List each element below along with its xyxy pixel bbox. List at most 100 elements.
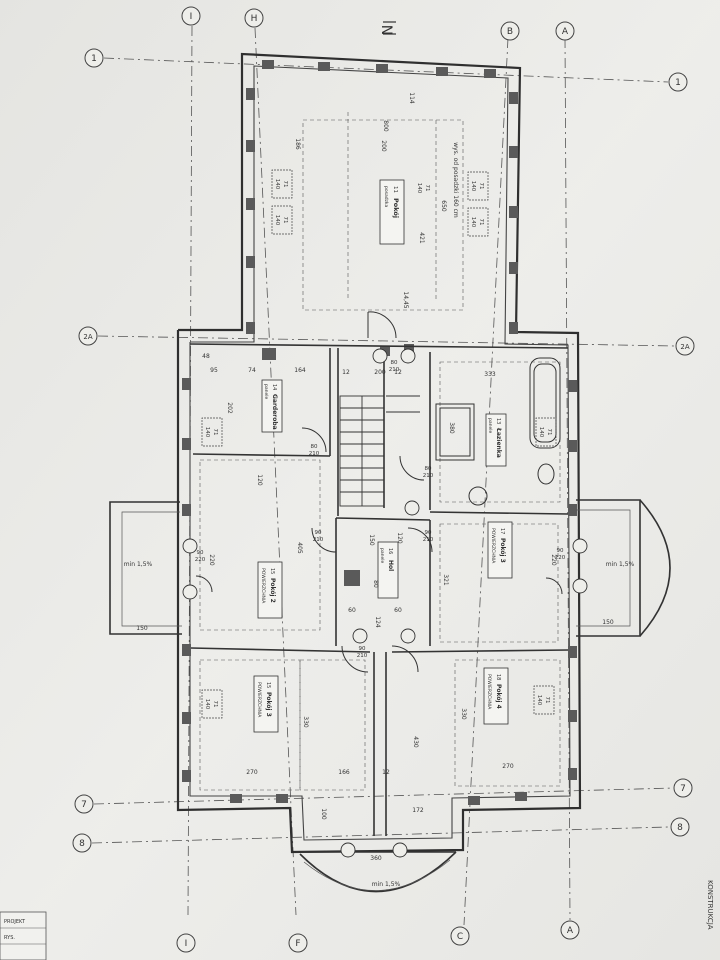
axis-bubble-right-2	[675, 336, 695, 356]
door-tags: 80 210 90 210 80 210 90 210 80 210 90 21…	[195, 360, 566, 659]
axis-bubbles	[72, 6, 695, 953]
title-block-line-2: RYS.	[4, 935, 15, 941]
svg-text:71: 71	[478, 219, 484, 226]
svg-text:140: 140	[470, 217, 476, 228]
door-tag-3-size: 210	[423, 537, 434, 543]
axis-bubble-left-4	[72, 833, 92, 853]
axis-label-top-1: I	[190, 12, 193, 22]
svg-text:15: 15	[265, 682, 271, 688]
svg-text:posadzka: posadzka	[383, 186, 389, 207]
dim-lower-9: 360	[370, 855, 382, 862]
dim-balcony-4: 220	[550, 554, 557, 566]
room-label-pokoj-3-right: 17 Pokój 3 POWIERZCHNIA	[487, 521, 513, 579]
svg-text:Hol: Hol	[387, 560, 394, 571]
axis-label-right-1: 1	[675, 78, 681, 88]
axis-label-right-3: 7	[680, 784, 686, 794]
axis-bubble-bottom-4	[560, 920, 580, 940]
axis-label-left-2: 2A	[83, 333, 92, 341]
axis-bubble-right-3	[673, 778, 693, 798]
axis-label-right-2: 2A	[680, 343, 689, 351]
door-arc-room3	[341, 645, 369, 673]
axis-bubble-top-3	[500, 21, 520, 41]
door-arc-balcony-left	[195, 575, 213, 593]
svg-text:140: 140	[536, 695, 542, 706]
room-label-pokoj-2: 15 Pokój 2 POWIERZCHNIA	[257, 561, 283, 619]
door-tag-6-code: 90	[197, 550, 204, 556]
axis-label-bottom-4: A	[567, 926, 574, 936]
door-tag-5-code: 90	[359, 646, 366, 652]
axis-label-bottom-1: I	[185, 939, 188, 949]
svg-text:13: 13	[495, 418, 501, 424]
balcony-inner-lines	[121, 509, 631, 891]
svg-text:Pokój 4: Pokój 4	[495, 684, 502, 709]
door-arc-upper	[367, 311, 397, 339]
svg-text:POWIERZCHNIA: POWIERZCHNIA	[256, 682, 262, 718]
window-marks: 71 140 71 140 71 140 71 140 71 140 71 14…	[201, 169, 557, 719]
dim-middle-3: 150	[368, 534, 375, 546]
axis-labels: I H B A 1 2A 7 8 1 2A 7 8 I F C A	[79, 12, 690, 949]
dim-balcony-2: min 1,5%	[606, 561, 635, 568]
window-mark-3: 71 140	[467, 171, 489, 201]
room-label-hol: 16 Hol panele	[377, 541, 399, 599]
svg-text:140: 140	[204, 699, 210, 710]
dim-middle-6: 60	[348, 607, 356, 614]
dim-middle-7: 60	[394, 607, 402, 614]
dim-balcony-5: 220	[208, 554, 215, 566]
svg-text:17: 17	[499, 528, 505, 534]
room-label-lazienka: 13 Łazienka panele	[485, 413, 507, 467]
door-arc-balcony-right	[545, 577, 563, 595]
svg-text:140: 140	[274, 179, 280, 190]
svg-text:140: 140	[416, 183, 422, 194]
window-mark-9: 71 140	[416, 183, 430, 194]
door-arc-room4	[391, 645, 419, 673]
svg-text:140: 140	[274, 215, 280, 226]
dim-middle-0: 120	[256, 474, 263, 486]
axis-label-bottom-3: C	[457, 932, 463, 942]
axis-label-left-4: 8	[79, 839, 85, 849]
svg-text:11: 11	[392, 186, 398, 193]
inner-wall-lines	[189, 65, 571, 841]
door-arc-hol-left	[311, 527, 337, 553]
dim-middle-8: 124	[374, 616, 381, 628]
north-mark-label: N	[378, 25, 394, 35]
dim-lower-2: 330	[460, 708, 467, 720]
door-tag-0-code: 80	[311, 444, 318, 450]
bathroom-fixtures	[435, 357, 561, 506]
door-arc-hol-right	[407, 527, 433, 553]
door-tag-2-size: 210	[423, 473, 434, 479]
dim-middle-2: 321	[442, 574, 449, 586]
axis-bubble-top-2	[244, 8, 264, 28]
dim-mid-2: 74	[248, 367, 256, 374]
axis-bubble-top-1	[181, 6, 201, 26]
balcony-right	[576, 499, 641, 637]
dim-balcony-6: min 1,5%	[372, 881, 401, 888]
dim-mid-7: 333	[484, 371, 496, 378]
doors	[195, 311, 563, 673]
balcony-bottom-arc	[299, 851, 457, 893]
dim-balcony-3: 150	[602, 619, 614, 626]
svg-text:14: 14	[271, 384, 277, 390]
dim-lower-0: 330	[302, 716, 309, 728]
axis-bubble-right-4	[670, 817, 690, 837]
dim-mid-4: 12	[342, 369, 350, 376]
door-arc-lazienka	[399, 455, 425, 481]
shower-icon	[435, 403, 475, 461]
axis-bubble-bottom-1	[176, 933, 196, 953]
edge-text: KONSTRUKCJA	[706, 880, 714, 930]
dim-lower-5: 270	[502, 763, 514, 770]
axis-bubble-left-1	[84, 48, 104, 68]
axis-label-left-1: 1	[91, 54, 97, 64]
door-tag-2-code: 80	[425, 466, 432, 472]
dim-upper-1: 800	[382, 120, 389, 132]
svg-text:Łazienka: Łazienka	[495, 427, 502, 458]
dim-lower-3: 270	[246, 769, 258, 776]
door-arc-garderoba	[301, 427, 327, 453]
door-tag-6-size: 220	[195, 557, 206, 563]
svg-text:16: 16	[387, 548, 393, 554]
svg-text:Pokój 3: Pokój 3	[265, 692, 272, 717]
axis-label-right-4: 8	[677, 823, 683, 833]
room-label-garderoba: 14 Garderoba panele	[261, 379, 283, 433]
svg-text:140: 140	[204, 427, 210, 438]
room-label-pokoj-4: 18 Pokój 4 POWIERZCHNIA	[483, 667, 509, 725]
svg-text:71: 71	[282, 217, 288, 224]
